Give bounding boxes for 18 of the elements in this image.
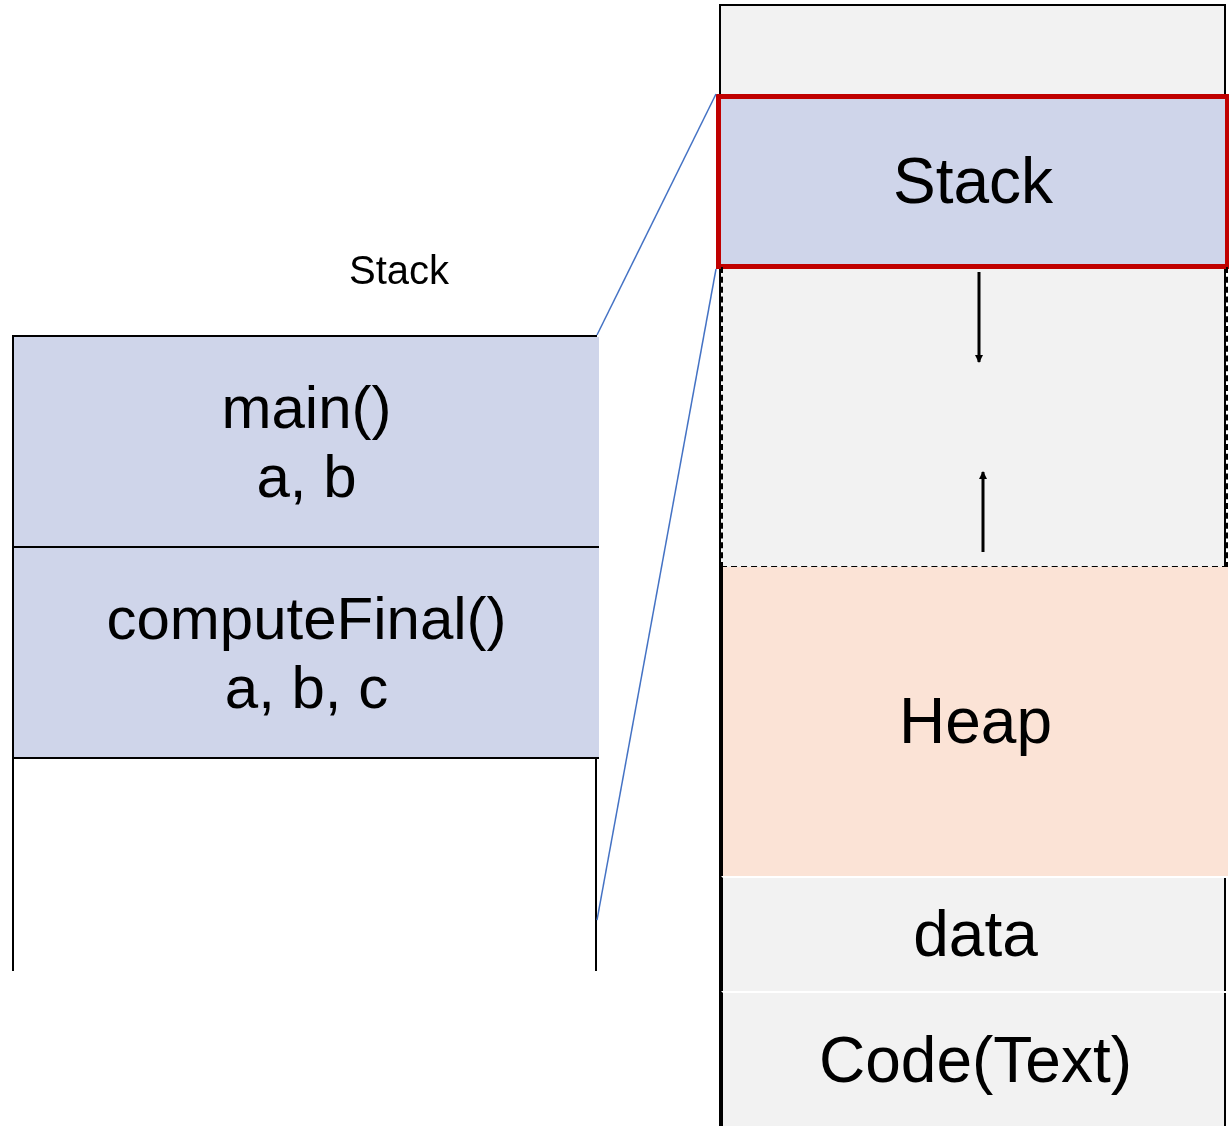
zoom-connector-line: [596, 268, 717, 921]
stack-segment: [716, 94, 1229, 269]
segment-label: Heap: [899, 684, 1052, 759]
variable-list: a, b: [256, 441, 357, 511]
memory-column: [719, 4, 1226, 1126]
data-segment: [721, 876, 1228, 991]
heap-segment: [721, 567, 1228, 876]
variable-list: a, b, c: [224, 652, 389, 722]
segment-label: data: [913, 897, 1038, 972]
segment-label: Code(Text): [819, 1023, 1132, 1098]
function-name: computeFinal(): [106, 583, 507, 653]
zoom-connector-line: [596, 93, 717, 336]
stack-frame: [14, 337, 599, 548]
stack-frame: [14, 548, 599, 759]
stack-heading: Stack: [349, 247, 450, 293]
segment-label: Stack: [892, 144, 1054, 219]
function-name: main(): [221, 372, 392, 442]
code-segment: [721, 991, 1228, 1126]
